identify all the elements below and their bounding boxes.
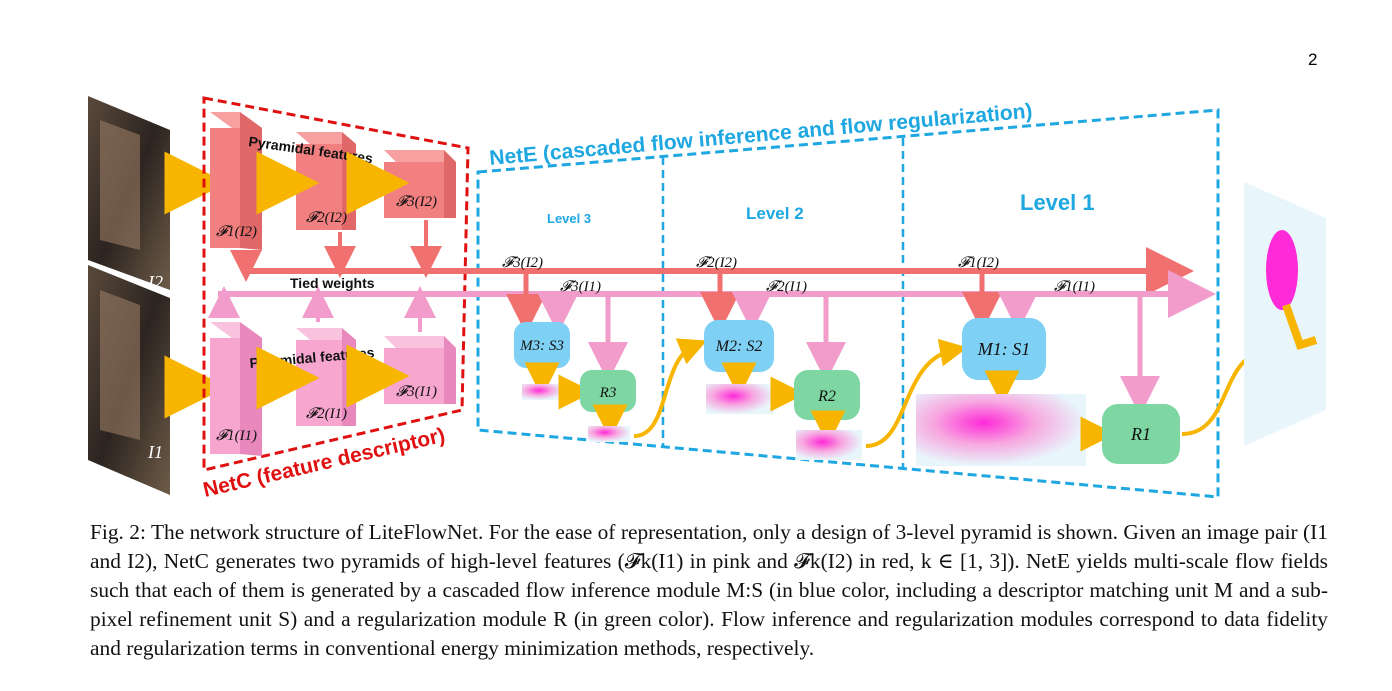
level1-label: Level 1 — [1020, 190, 1095, 215]
flow-field-thumb — [522, 384, 564, 400]
page-number: 2 — [1308, 50, 1318, 69]
module-r3 — [580, 370, 636, 412]
nete-label: NetE (cascaded flow inference and flow r… — [488, 100, 1033, 170]
module-r2-label: R2 — [817, 388, 836, 405]
module-r1 — [1102, 404, 1180, 464]
line-label-l2-pink: 𝓕2(I1) — [766, 279, 807, 295]
flow-field-thumb — [706, 384, 774, 414]
flow-field-thumb — [796, 430, 862, 460]
network-figure: I2 I1 NetC (feature descriptor) NetE (ca… — [88, 96, 1326, 502]
module-r1-label: R1 — [1130, 424, 1151, 444]
f1-i2-label: 𝓕1(I2) — [216, 224, 257, 240]
input-image-i2 — [88, 96, 170, 290]
module-m1-label: M1: S1 — [977, 339, 1031, 359]
module-m3-label: M3: S3 — [519, 338, 564, 354]
input-image-i1 — [88, 265, 170, 495]
flow-field-thumb — [588, 426, 630, 442]
image-label-i2: I2 — [147, 272, 163, 292]
line-label-l3-red: 𝓕3(I2) — [502, 255, 543, 271]
module-m1 — [962, 318, 1046, 380]
tied-weights-label: Tied weights — [290, 275, 375, 291]
line-label-l3-pink: 𝓕3(I1) — [560, 279, 601, 295]
line-label-l1-red: 𝓕1(I2) — [958, 255, 999, 271]
f2-i2-label: 𝓕2(I2) — [306, 210, 347, 226]
upsample-arrow — [865, 338, 968, 448]
level2-label: Level 2 — [746, 204, 804, 223]
upsample-arrow — [633, 338, 707, 438]
level3-label: Level 3 — [547, 211, 591, 226]
f1-i1-label: 𝓕1(I1) — [216, 428, 257, 444]
module-r2 — [794, 370, 860, 420]
output-flow-field — [1244, 182, 1326, 446]
feature-block-f1-i2 — [210, 112, 262, 250]
flow-field-level1 — [916, 394, 1086, 466]
nete-box — [476, 108, 1220, 499]
module-m2 — [704, 320, 774, 372]
line-label-l1-pink: 𝓕1(I1) — [1054, 279, 1095, 295]
f3-i1-label: 𝓕3(I1) — [396, 384, 437, 400]
f3-i2-label: 𝓕3(I2) — [396, 194, 437, 210]
figure-caption: Fig. 2: The network structure of LiteFlo… — [90, 520, 1328, 660]
image-label-i1: I1 — [147, 442, 163, 462]
f2-i1-label: 𝓕2(I1) — [306, 406, 347, 422]
line-label-l2-red: 𝓕2(I2) — [696, 255, 737, 271]
module-m3 — [514, 322, 570, 368]
module-m2-label: M2: S2 — [715, 338, 763, 355]
module-r3-label: R3 — [599, 385, 617, 401]
